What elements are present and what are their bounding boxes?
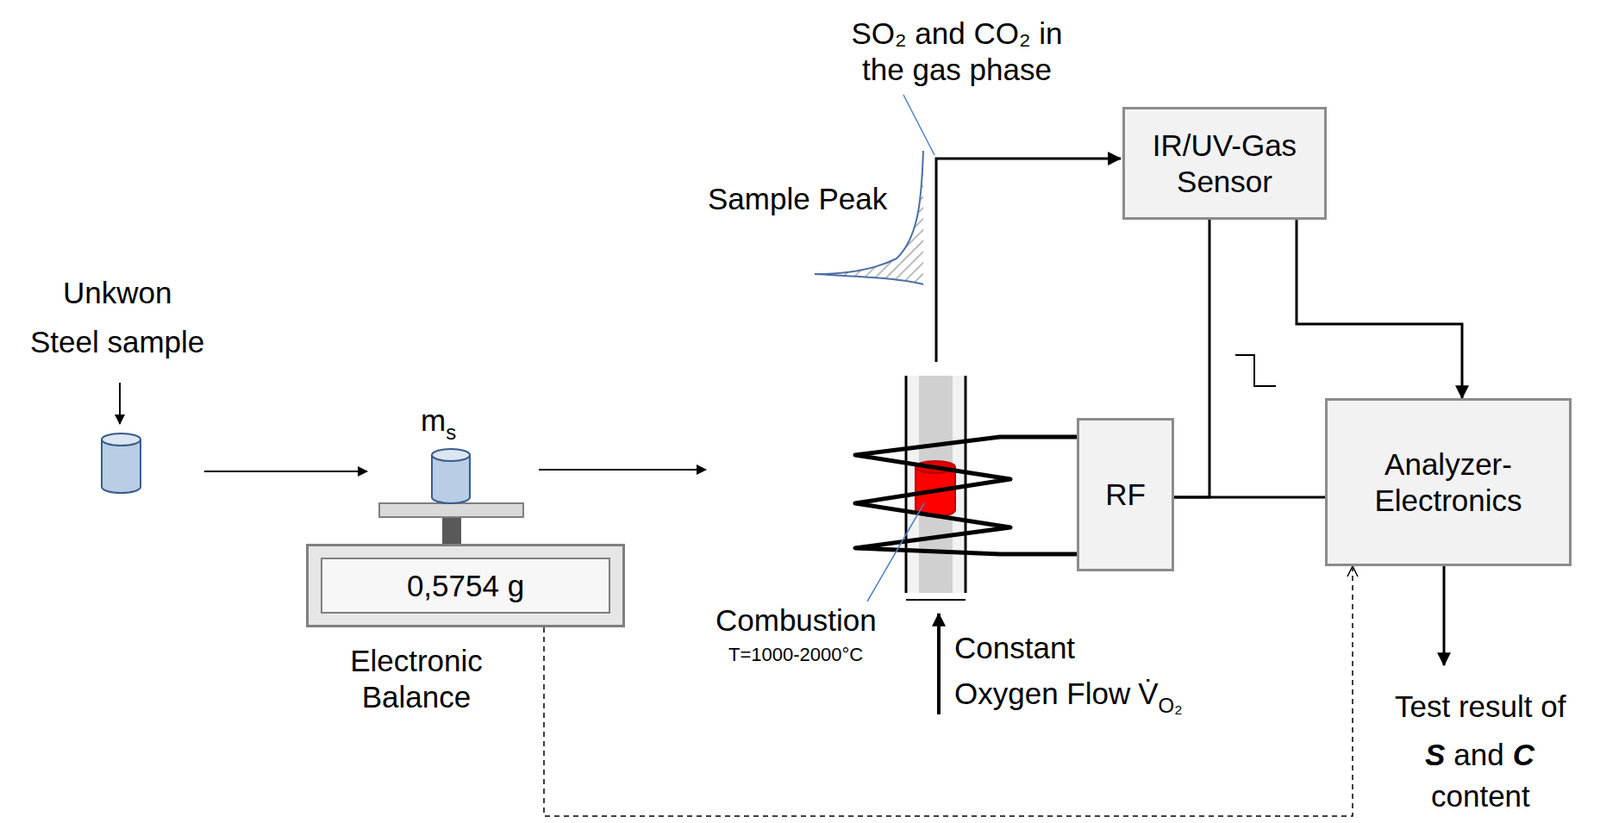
text-label: Constant	[954, 630, 1075, 667]
box-label: IR/UV-Gas Sensor	[1132, 127, 1317, 200]
text-label: s	[445, 420, 457, 446]
text-label: Unkwon	[62, 275, 172, 312]
text-row: SandC	[1425, 737, 1535, 774]
leader-line	[903, 94, 935, 156]
text-label: Combustion	[715, 602, 877, 639]
text-label: content	[1431, 778, 1531, 815]
text-label: C	[1512, 737, 1535, 774]
text-label: Sample Peak	[707, 181, 888, 218]
text-label: Steel sample	[30, 324, 205, 361]
balance-display: 0,5754 g	[320, 557, 611, 614]
text-label: V̇	[1137, 675, 1158, 713]
signal-line	[1174, 219, 1210, 498]
text-label: O₂	[1158, 693, 1183, 719]
signal-line	[1296, 219, 1463, 399]
rf-box: RF	[1076, 418, 1175, 572]
sample-peak	[814, 150, 924, 285]
arrow	[538, 468, 707, 471]
balance	[379, 449, 524, 545]
balance-heading: Electronic Balance	[321, 643, 512, 716]
step-signal	[1235, 355, 1276, 387]
text-label: Test result of	[1394, 688, 1566, 725]
text-label: T=1000-2000°C	[728, 643, 863, 667]
text-label: S	[1425, 737, 1445, 774]
text-label: m	[420, 402, 446, 439]
sensor-box: IR/UV-Gas Sensor	[1122, 106, 1327, 220]
data-link	[543, 566, 1353, 817]
result-arrow	[1443, 566, 1446, 666]
box-label: 0,5754 g	[406, 568, 525, 605]
text-row: Oxygen FlowV̇O₂	[954, 675, 1183, 713]
text-label: Oxygen Flow	[954, 675, 1131, 713]
oxygen-arrow	[937, 613, 941, 715]
text-label: SO₂ and CO₂ in the gas phase	[836, 15, 1078, 88]
gas-line	[936, 158, 1121, 363]
peak-curve	[814, 150, 924, 285]
arrow	[118, 382, 121, 425]
text-label: and	[1453, 737, 1504, 774]
text-row: ms	[420, 402, 457, 439]
steel-sample	[101, 433, 141, 494]
box-label: RF	[1105, 476, 1146, 513]
analyzer-box: Analyzer-Electronics	[1325, 398, 1572, 567]
balance-body: 0,5754 gElectronic Balance	[306, 543, 625, 628]
induction-coil	[855, 437, 1077, 555]
leader-line	[867, 503, 925, 602]
box-label: Analyzer-Electronics	[1335, 446, 1562, 519]
arrow	[204, 470, 368, 473]
